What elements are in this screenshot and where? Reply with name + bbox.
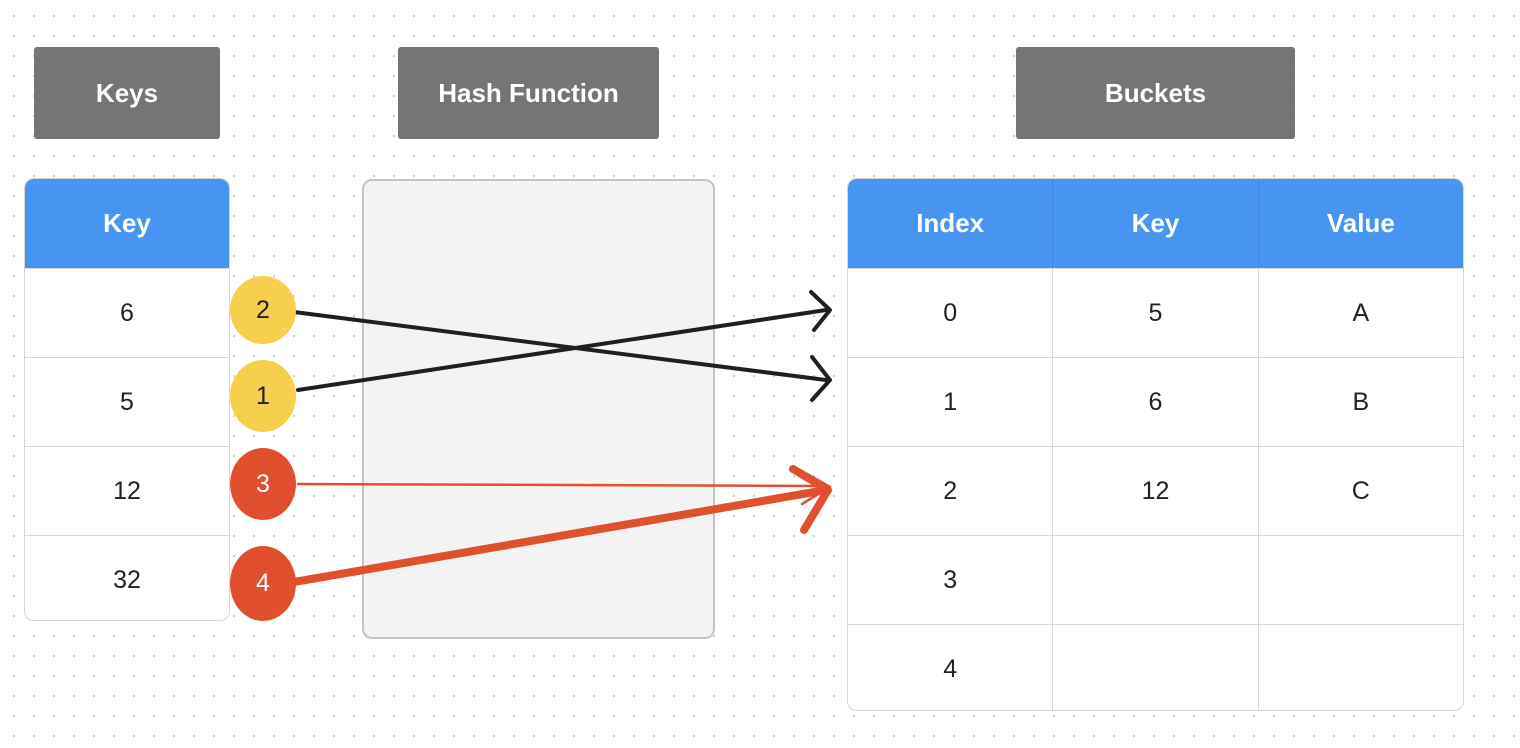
key-cell: 12 bbox=[113, 476, 141, 505]
keys-table-header: Key bbox=[25, 179, 229, 268]
bucket-value-cell bbox=[1257, 625, 1463, 710]
badge-2: 2 bbox=[230, 276, 296, 344]
buckets-table-row: 2 12 C bbox=[848, 446, 1463, 535]
badge-1-label: 1 bbox=[256, 381, 270, 410]
badge-3: 3 bbox=[230, 448, 296, 520]
badge-1: 1 bbox=[230, 360, 296, 432]
buckets-table-row: 1 6 B bbox=[848, 357, 1463, 446]
keys-table-row: 32 bbox=[25, 535, 229, 620]
buckets-header-index: Index bbox=[916, 208, 985, 238]
bucket-value-cell: C bbox=[1257, 447, 1463, 535]
keys-table-row: 6 bbox=[25, 268, 229, 357]
bucket-key-cell: 6 bbox=[1052, 358, 1257, 446]
arrow-key32-to-bucket2 bbox=[290, 465, 832, 586]
arrow-key6-to-bucket1 bbox=[292, 310, 832, 402]
buckets-header-key: Key bbox=[1052, 179, 1257, 268]
buckets-table: Index Key Value 0 5 A 1 6 B 2 12 C 3 4 bbox=[847, 178, 1464, 711]
hash-function-title-label: Hash Function bbox=[438, 77, 619, 108]
buckets-table-header: Index Key Value bbox=[848, 179, 1463, 268]
badge-4-label: 4 bbox=[256, 569, 270, 597]
buckets-table-row: 0 5 A bbox=[848, 268, 1463, 357]
buckets-header-value: Value bbox=[1257, 179, 1463, 268]
keys-table-row: 5 bbox=[25, 357, 229, 446]
buckets-title-label: Buckets bbox=[1104, 77, 1207, 108]
bucket-index-cell: 1 bbox=[943, 387, 958, 416]
keys-title: Keys bbox=[34, 47, 220, 139]
arrow-key12-to-bucket2 bbox=[296, 468, 832, 506]
bucket-index-cell: 0 bbox=[943, 298, 958, 327]
hash-function-title: Hash Function bbox=[398, 47, 659, 139]
bucket-key-cell: 5 bbox=[1052, 269, 1257, 357]
bucket-index-cell: 2 bbox=[943, 476, 958, 505]
bucket-key-cell bbox=[1052, 625, 1257, 710]
keys-table-row: 12 bbox=[25, 446, 229, 535]
arrow-key5-to-bucket0 bbox=[296, 290, 832, 392]
badge-2-label: 2 bbox=[256, 295, 270, 324]
bucket-value-cell: B bbox=[1257, 358, 1463, 446]
badge-3-label: 3 bbox=[256, 469, 270, 498]
key-cell: 5 bbox=[120, 387, 134, 416]
buckets-table-row: 3 bbox=[848, 535, 1463, 624]
badge-4: 4 bbox=[230, 546, 296, 621]
bucket-index-cell: 3 bbox=[943, 565, 958, 594]
key-cell: 6 bbox=[120, 298, 134, 327]
keys-title-label: Keys bbox=[95, 77, 159, 108]
bucket-key-cell bbox=[1052, 536, 1257, 624]
keys-table: Key 6 5 12 32 bbox=[24, 178, 230, 621]
buckets-title: Buckets bbox=[1016, 47, 1295, 139]
buckets-table-row: 4 bbox=[848, 624, 1463, 710]
keys-header-key: Key bbox=[103, 208, 151, 238]
bucket-value-cell: A bbox=[1257, 269, 1463, 357]
key-cell: 32 bbox=[113, 565, 141, 594]
bucket-index-cell: 4 bbox=[943, 654, 958, 683]
bucket-key-cell: 12 bbox=[1052, 447, 1257, 535]
bucket-value-cell bbox=[1257, 536, 1463, 624]
